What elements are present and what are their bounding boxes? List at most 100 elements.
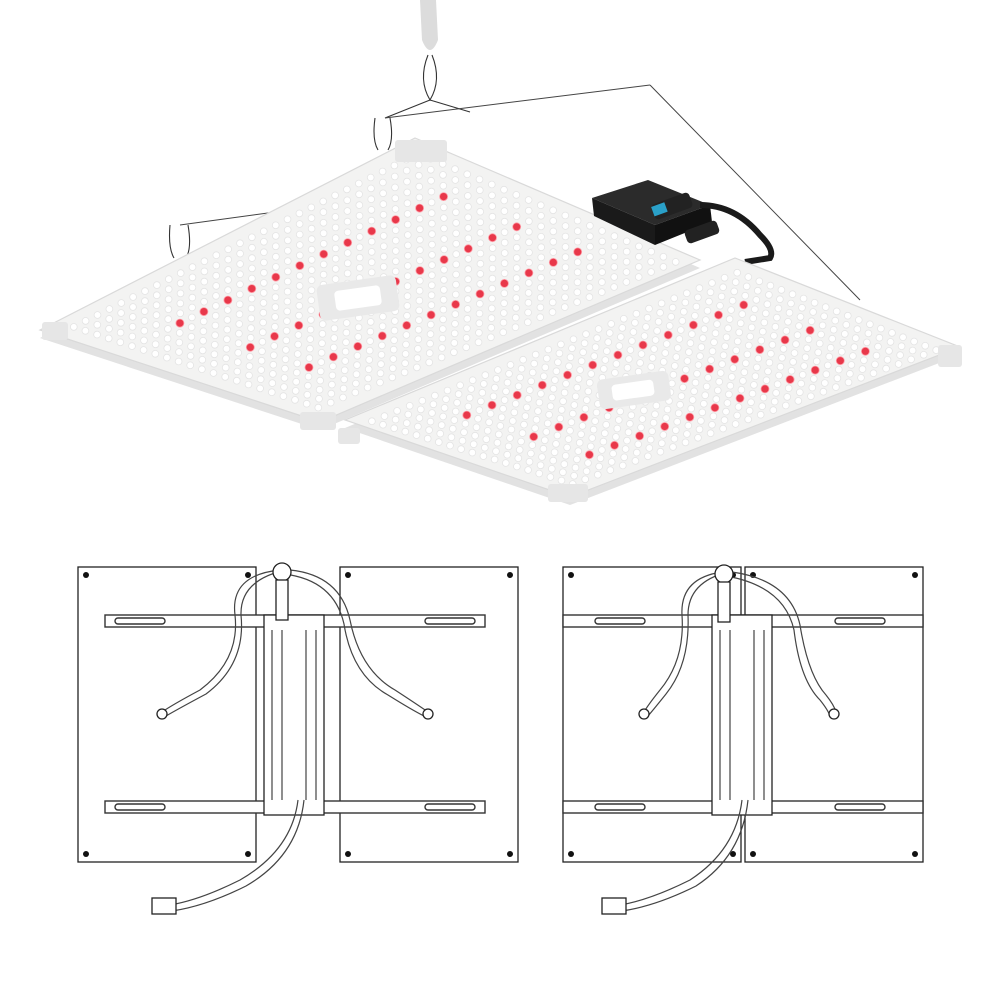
- led-white: [837, 347, 846, 356]
- led-white: [820, 379, 829, 387]
- led-white: [897, 342, 906, 351]
- led-white: [544, 345, 553, 354]
- led-white: [740, 368, 749, 377]
- led-white: [648, 427, 656, 436]
- led-white: [561, 243, 570, 251]
- led-white: [843, 311, 852, 320]
- led-white: [128, 342, 136, 350]
- led-white: [367, 184, 375, 193]
- led-red: [488, 233, 497, 243]
- led-white: [634, 440, 642, 449]
- led-white: [476, 229, 485, 237]
- led-white: [657, 299, 666, 308]
- led-white: [235, 300, 244, 309]
- led-white: [654, 317, 663, 326]
- led-white: [403, 292, 412, 300]
- led-white: [788, 290, 797, 299]
- led-white: [692, 302, 701, 311]
- led-white: [571, 392, 580, 401]
- led-white: [863, 338, 871, 347]
- led-white: [462, 334, 471, 342]
- led-white: [713, 320, 721, 328]
- led-white: [607, 320, 615, 328]
- led-white: [140, 317, 149, 325]
- led-white: [488, 284, 497, 293]
- led-white: [623, 436, 631, 445]
- led-white: [280, 374, 289, 382]
- led-white: [403, 231, 412, 239]
- led-white: [223, 306, 232, 314]
- led-white: [757, 336, 766, 345]
- led-white: [476, 218, 485, 227]
- led-white: [355, 243, 364, 252]
- led-white: [524, 206, 533, 215]
- led-white: [618, 461, 627, 470]
- led-white: [451, 187, 460, 195]
- led-white: [391, 236, 400, 245]
- led-white: [403, 210, 412, 218]
- led-white: [614, 416, 623, 424]
- led-white: [536, 303, 545, 312]
- led-white: [224, 286, 232, 294]
- led-white: [464, 213, 472, 222]
- led-white: [727, 373, 736, 381]
- led-white: [777, 286, 786, 294]
- led-white: [116, 338, 125, 347]
- led-white: [317, 348, 326, 357]
- led-white: [175, 329, 184, 337]
- led-white: [776, 295, 784, 304]
- led-white: [553, 431, 562, 440]
- led-white: [569, 335, 578, 344]
- led-white: [295, 271, 304, 280]
- led-white: [871, 360, 879, 369]
- led-white: [472, 423, 481, 432]
- led-red: [426, 310, 436, 320]
- led-white: [525, 386, 534, 394]
- led-white: [826, 343, 835, 352]
- led-white: [236, 280, 244, 289]
- led-white: [667, 312, 675, 321]
- led-white: [442, 395, 450, 404]
- led-white: [446, 441, 454, 450]
- led-white: [413, 363, 421, 372]
- led-white: [355, 233, 364, 241]
- led-white: [343, 185, 351, 194]
- led-white: [712, 395, 721, 403]
- led-white: [440, 265, 448, 274]
- led-white: [343, 269, 352, 278]
- led-white: [573, 298, 581, 306]
- led-white: [818, 321, 827, 330]
- led-white: [425, 349, 434, 357]
- led-white: [176, 309, 185, 318]
- led-white: [556, 414, 565, 423]
- led-white: [858, 365, 867, 373]
- led-white: [744, 341, 753, 350]
- led-white: [729, 364, 737, 372]
- led-white: [603, 412, 612, 421]
- led-white: [488, 212, 497, 221]
- led-white: [331, 234, 340, 242]
- led-white: [452, 250, 461, 258]
- led-white: [367, 248, 376, 256]
- led-white: [597, 288, 606, 296]
- led-white: [391, 415, 400, 424]
- led-white: [489, 392, 498, 401]
- led-white: [607, 458, 616, 466]
- led-white: [283, 277, 292, 286]
- led-white: [475, 328, 483, 337]
- led-white: [685, 348, 693, 356]
- led-white: [259, 318, 267, 327]
- led-white: [307, 256, 316, 264]
- led-white: [728, 296, 737, 305]
- led-white: [765, 358, 774, 367]
- led-white: [534, 407, 542, 415]
- led-white: [188, 293, 197, 302]
- led-white: [515, 446, 524, 454]
- led-white: [908, 346, 917, 355]
- led-white: [425, 426, 433, 434]
- led-white: [314, 403, 323, 412]
- led-red: [585, 450, 594, 460]
- led-white: [260, 268, 268, 277]
- led-white: [428, 409, 436, 417]
- led-white: [670, 362, 679, 370]
